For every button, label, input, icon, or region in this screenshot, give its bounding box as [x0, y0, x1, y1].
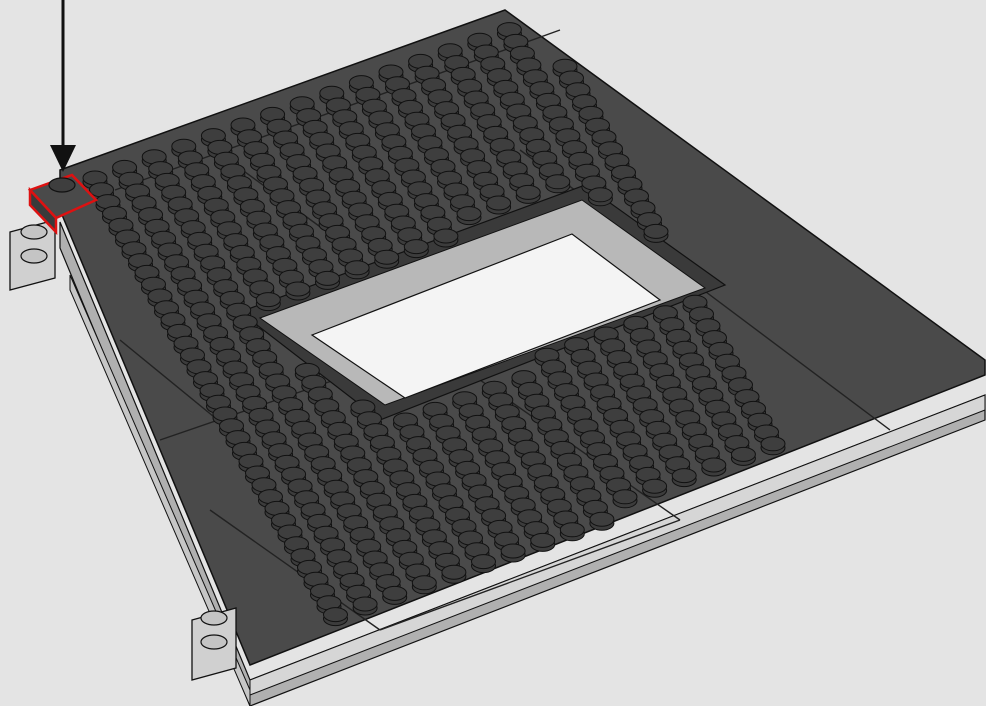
stud [501, 544, 525, 562]
stud [383, 586, 407, 604]
stud [353, 597, 377, 615]
stud [324, 608, 348, 626]
stud [560, 523, 584, 541]
stud [412, 576, 436, 594]
stud [434, 229, 458, 247]
stud [375, 250, 399, 268]
stud [613, 490, 637, 508]
stud [588, 188, 612, 206]
side-brick-top [10, 220, 55, 290]
stud [644, 224, 668, 242]
stud [442, 565, 466, 583]
stud [702, 458, 726, 476]
stud [761, 437, 785, 455]
stud [672, 469, 696, 487]
stud [731, 447, 755, 465]
stud [316, 271, 340, 289]
stud [457, 207, 481, 225]
stud [256, 293, 280, 311]
stud [286, 282, 310, 300]
stud [531, 533, 555, 551]
stud [546, 175, 570, 193]
side-brick-bottom [192, 608, 236, 680]
stud [487, 196, 511, 214]
stud [516, 185, 540, 203]
stud [472, 555, 496, 573]
stud [404, 240, 428, 258]
stud [643, 479, 667, 497]
stud [345, 261, 369, 279]
stud [590, 512, 614, 530]
